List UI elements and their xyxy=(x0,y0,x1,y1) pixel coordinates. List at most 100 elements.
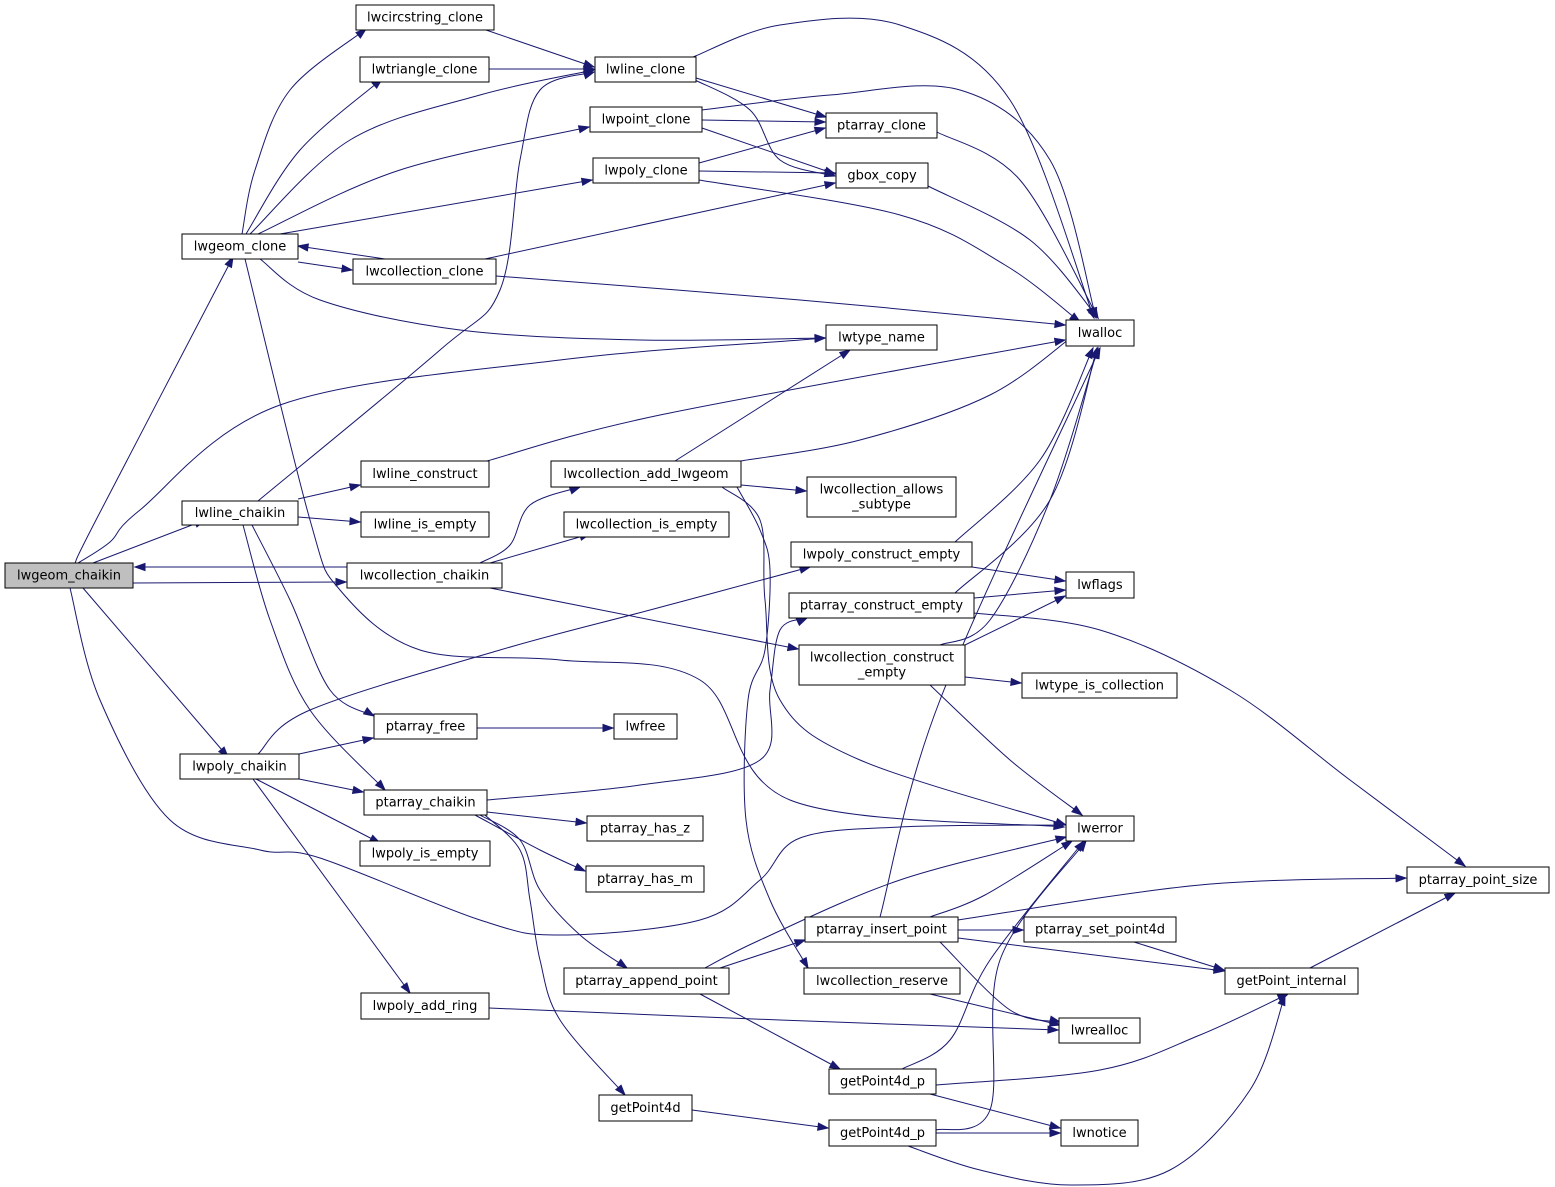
edge-getPoint4d_p_1-to-lwnotice xyxy=(929,1093,1062,1130)
node-lwpoly-construct-empty[interactable]: lwpoly_construct_empty xyxy=(790,541,973,568)
node-box xyxy=(788,592,975,619)
edge-line xyxy=(701,127,836,175)
node-label: lwpoly_construct_empty xyxy=(803,548,961,563)
edge-line xyxy=(474,814,586,872)
node-box xyxy=(828,1119,937,1147)
node-lwcollection-reserve[interactable]: lwcollection_reserve xyxy=(803,967,961,995)
node-lwcollection-allows-subtype[interactable]: lwcollection_allows_subtype xyxy=(806,476,957,518)
node-label: ptarray_clone xyxy=(837,119,926,134)
arrowhead-icon xyxy=(1047,1025,1060,1034)
edge-lwcollection_add_lwgeom-to-lwerror xyxy=(721,486,1068,826)
node-getPoint4d-p-2[interactable]: getPoint4d_p xyxy=(828,1119,937,1147)
edge-ptarray_insert_point-to-ptarray_point_size xyxy=(957,874,1408,921)
node-lwgeom-clone[interactable]: lwgeom_clone xyxy=(181,233,299,260)
node-lwcollection-chaikin[interactable]: lwcollection_chaikin xyxy=(346,562,503,589)
node-lwtype-name[interactable]: lwtype_name xyxy=(825,324,938,351)
node-ptarray-clone[interactable]: ptarray_clone xyxy=(825,112,938,139)
node-lwcollection-is-empty[interactable]: lwcollection_is_empty xyxy=(563,511,730,538)
edge-line xyxy=(939,941,1061,1023)
node-getPoint4d[interactable]: getPoint4d xyxy=(598,1094,693,1122)
edge-line xyxy=(698,170,836,174)
arrowhead-icon xyxy=(1212,962,1226,971)
edge-lwline_chaikin-to-lwline_construct xyxy=(297,483,362,500)
arrowhead-icon xyxy=(614,1084,626,1097)
node-label: lwalloc xyxy=(1078,326,1123,341)
edge-getPoint4d_p_2-to-getPoint_internal xyxy=(907,993,1286,1186)
node-lwtriangle-clone[interactable]: lwtriangle_clone xyxy=(359,56,490,83)
node-lwpoly-clone[interactable]: lwpoly_clone xyxy=(592,157,700,184)
node-label: lwcollection_reserve xyxy=(816,974,948,989)
edge-lwpoly_add_ring-to-lwrealloc xyxy=(488,1007,1060,1034)
node-box xyxy=(798,644,966,686)
node-lwpoly-chaikin[interactable]: lwpoly_chaikin xyxy=(179,753,300,780)
edge-line xyxy=(484,182,836,260)
node-ptarray-has-m[interactable]: ptarray_has_m xyxy=(585,865,705,893)
node-ptarray-has-z[interactable]: ptarray_has_z xyxy=(586,815,704,842)
arrowhead-icon xyxy=(296,243,309,252)
node-box xyxy=(1224,967,1359,995)
arrowhead-icon xyxy=(1048,1121,1062,1130)
node-getPoint-internal[interactable]: getPoint_internal xyxy=(1224,967,1359,995)
node-lwline-clone[interactable]: lwline_clone xyxy=(594,56,697,83)
node-lwgeom-chaikin[interactable]: lwgeom_chaikin xyxy=(4,562,134,589)
node-lwcircstring-clone[interactable]: lwcircstring_clone xyxy=(355,4,495,31)
node-lwnotice[interactable]: lwnotice xyxy=(1060,1119,1139,1147)
edge-lwcollection_clone-to-lwgeom_clone xyxy=(296,243,386,260)
edge-line xyxy=(701,85,1097,319)
node-lwcollection-add-lwgeom[interactable]: lwcollection_add_lwgeom xyxy=(550,460,742,488)
edge-lwpoly_chaikin-to-ptarray_free xyxy=(298,736,375,755)
node-ptarray-set-point4d[interactable]: ptarray_set_point4d xyxy=(1023,916,1177,943)
edge-lwline_chaikin-to-ptarray_free xyxy=(251,524,376,717)
edge-line xyxy=(694,79,836,177)
edge-line xyxy=(954,347,1094,543)
node-ptarray-point-size[interactable]: ptarray_point_size xyxy=(1406,866,1550,894)
node-lwcollection-clone[interactable]: lwcollection_clone xyxy=(352,258,497,285)
node-label: ptarray_free xyxy=(386,720,466,735)
node-lwpoly-is-empty[interactable]: lwpoly_is_empty xyxy=(359,840,491,867)
node-lwpoint-clone[interactable]: lwpoint_clone xyxy=(589,106,703,133)
node-label: lwrealloc xyxy=(1071,1024,1129,1039)
edge-lwpoly_construct_empty-to-lwflags xyxy=(971,566,1067,584)
node-ptarray-free[interactable]: ptarray_free xyxy=(373,713,478,740)
arrowhead-icon xyxy=(602,723,615,733)
node-lwpoly-add-ring[interactable]: lwpoly_add_ring xyxy=(360,992,490,1020)
arrowhead-icon xyxy=(1054,319,1067,329)
node-lwerror[interactable]: lwerror xyxy=(1065,815,1135,842)
node-lwflags[interactable]: lwflags xyxy=(1065,571,1135,599)
node-lwline-chaikin[interactable]: lwline_chaikin xyxy=(181,500,299,526)
node-lwline-is-empty[interactable]: lwline_is_empty xyxy=(360,511,490,538)
edge-line xyxy=(74,256,234,564)
edge-lwcollection_add_lwgeom-to-lwcollection_allows_subtype xyxy=(740,484,808,495)
node-box xyxy=(804,916,959,943)
node-label: lwpoint_clone xyxy=(602,113,691,128)
node-lwrealloc[interactable]: lwrealloc xyxy=(1058,1017,1141,1044)
node-ptarray-construct-empty[interactable]: ptarray_construct_empty xyxy=(788,592,975,619)
edge-lwcollection_add_lwgeom-to-lwalloc xyxy=(740,331,1080,462)
node-lwcollection-construct-empty[interactable]: lwcollection_construct_empty xyxy=(798,644,966,686)
arrowhead-icon xyxy=(1010,677,1023,687)
node-lwline-construct[interactable]: lwline_construct xyxy=(360,460,490,488)
edge-lwgeom_clone-to-lwtype_name xyxy=(259,258,827,343)
edge-lwgeom_chaikin-to-lwpoly_chaikin xyxy=(82,587,229,759)
node-box xyxy=(1060,1119,1139,1147)
node-box xyxy=(803,967,961,995)
arrowhead-icon xyxy=(1048,1018,1062,1027)
edge-lwcollection_add_lwgeom-to-lwcollection_reserve xyxy=(736,486,809,970)
node-label: ptarray_point_size xyxy=(1419,873,1538,888)
node-lwfree[interactable]: lwfree xyxy=(613,713,678,740)
arrowhead-icon xyxy=(573,862,587,872)
node-ptarray-insert-point[interactable]: ptarray_insert_point xyxy=(804,916,959,943)
node-lwalloc[interactable]: lwalloc xyxy=(1065,319,1135,347)
node-label: ptarray_chaikin xyxy=(375,796,475,811)
node-lwtype-is-collection[interactable]: lwtype_is_collection xyxy=(1021,672,1178,699)
node-ptarray-append-point[interactable]: ptarray_append_point xyxy=(563,967,730,995)
node-box xyxy=(352,258,497,285)
arrowhead-icon xyxy=(1395,874,1408,883)
arrowhead-icon xyxy=(1054,835,1068,844)
edge-lwline_chaikin-to-lwline_is_empty xyxy=(297,516,362,526)
arrowhead-icon xyxy=(575,817,588,827)
node-getPoint4d-p-1[interactable]: getPoint4d_p xyxy=(828,1068,937,1095)
node-gbox-copy[interactable]: gbox_copy xyxy=(835,162,929,189)
node-box xyxy=(828,1068,937,1095)
node-ptarray-chaikin[interactable]: ptarray_chaikin xyxy=(363,789,488,816)
